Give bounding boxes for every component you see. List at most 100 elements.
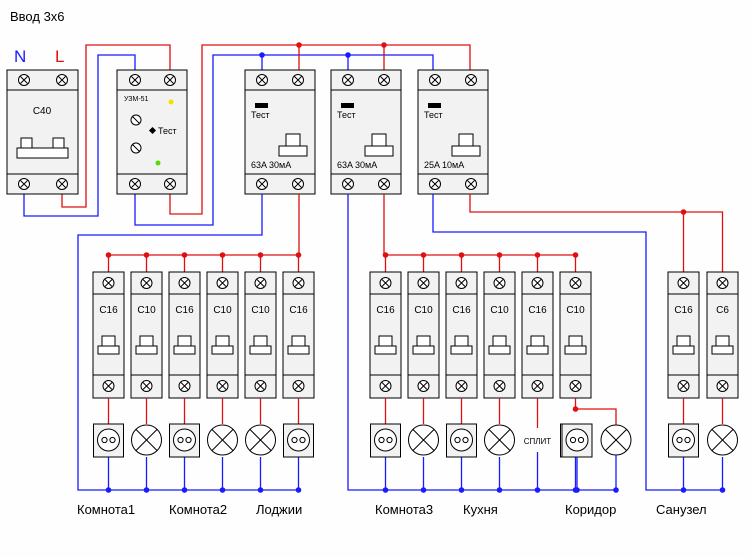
terminal-screw: [342, 178, 354, 190]
uzm-phase-out: [169, 44, 471, 215]
socket-icon: [169, 423, 200, 458]
terminal-screw: [254, 277, 267, 289]
circuit-breaker: C6: [706, 271, 739, 399]
room-label: Комнота2: [169, 502, 227, 517]
rcd-toggle: [458, 133, 474, 147]
diagram-title: Ввод 3х6: [10, 9, 65, 24]
rcd-rating: 63A 30мА: [251, 160, 291, 170]
breaker-toggle: [676, 335, 691, 347]
circuit-breaker: C16: [445, 271, 478, 399]
breaker-rating: C10: [566, 305, 585, 316]
junction-dot: [719, 487, 726, 493]
test-button-icon: [148, 126, 157, 135]
junction-dot: [105, 252, 112, 258]
room-label: Лоджии: [256, 502, 302, 517]
terminal-screw: [18, 178, 30, 190]
breaker-toggle-base: [287, 345, 310, 355]
terminal-screw: [465, 178, 477, 190]
lamp-icon: [484, 424, 515, 456]
uzm-test-label: Тест: [158, 126, 177, 136]
terminal-screw: [102, 277, 115, 289]
phase-wire: [469, 194, 724, 272]
terminal-screw: [164, 74, 176, 86]
breaker-toggle: [16, 147, 69, 159]
breaker-toggle-base: [450, 345, 473, 355]
breaker-toggle: [454, 335, 469, 347]
junction-dot: [257, 252, 264, 258]
terminal-screw: [140, 277, 153, 289]
split-label: СПЛИТ: [524, 437, 552, 446]
main-breaker: C40: [6, 69, 79, 195]
junction-dot: [458, 487, 465, 493]
terminal-screw: [254, 380, 267, 392]
rcd-test-label: Тест: [337, 110, 356, 120]
circuit-breaker: C10: [130, 271, 163, 399]
breaker-rating: C10: [414, 305, 433, 316]
breaker-toggle-base: [374, 345, 397, 355]
circuit-breaker: C10: [244, 271, 277, 399]
junction-dot: [143, 252, 150, 258]
breaker-toggle: [416, 335, 431, 347]
terminal-screw: [216, 380, 229, 392]
junction-dot: [143, 487, 150, 493]
junction-dot: [496, 252, 503, 258]
breaker-toggle: [215, 335, 230, 347]
terminal-screw: [677, 277, 690, 289]
terminal-screw: [378, 74, 390, 86]
terminal-screw: [56, 178, 68, 190]
junction-dot: [680, 209, 687, 215]
breaker-rating: C16: [289, 305, 308, 316]
neutral-wire: [77, 194, 298, 491]
socket-icon: [561, 423, 593, 458]
terminal-screw: [455, 380, 468, 392]
neutral-wire: [347, 194, 615, 491]
phase-label: L: [55, 47, 64, 66]
breaker-toggle-base: [173, 345, 196, 355]
junction-dot: [219, 252, 226, 258]
junction-dot: [382, 487, 389, 493]
terminal-screw: [256, 74, 268, 86]
test-button-icon: [255, 103, 268, 108]
lamp-icon: [245, 424, 276, 456]
breaker-rating: C10: [490, 305, 509, 316]
breaker-rating: C16: [175, 305, 194, 316]
neutral-label: N: [14, 47, 26, 66]
terminal-screw: [216, 277, 229, 289]
terminal-screw: [379, 277, 392, 289]
terminal-screw: [417, 380, 430, 392]
terminal-screw: [531, 277, 544, 289]
room-label: Комнота1: [77, 502, 135, 517]
lamp-icon: [707, 424, 738, 456]
terminal-screw: [256, 178, 268, 190]
junction-dot: [613, 487, 619, 493]
junction-dot: [534, 252, 541, 258]
socket-icon: [93, 423, 124, 458]
test-button-icon: [341, 103, 354, 108]
uzm-neutral-out: [134, 54, 434, 226]
rcd-rating: 25A 10мА: [424, 160, 464, 170]
lamp-icon: [207, 424, 238, 456]
terminal-screw: [178, 277, 191, 289]
terminal-screw: [129, 74, 141, 86]
room-label: Санузел: [656, 502, 707, 517]
junction-dot: [105, 487, 112, 493]
junction-dot: [296, 42, 302, 48]
terminal-screw: [292, 380, 305, 392]
breaker-rating: C16: [99, 305, 118, 316]
rcd-test-label: Тест: [251, 110, 270, 120]
breaker-toggle-base: [135, 345, 158, 355]
circuit-breaker: C10: [483, 271, 516, 399]
breaker-rating: C16: [528, 305, 547, 316]
breaker-rating: C10: [137, 305, 156, 316]
uzm-name: УЗМ-51: [124, 96, 149, 103]
breaker-toggle: [492, 335, 507, 347]
socket-icon: [668, 423, 699, 458]
terminal-screw: [164, 178, 176, 190]
terminal-screw: [129, 178, 141, 190]
junction-dot: [181, 487, 188, 493]
breaker-toggle: [291, 335, 306, 347]
